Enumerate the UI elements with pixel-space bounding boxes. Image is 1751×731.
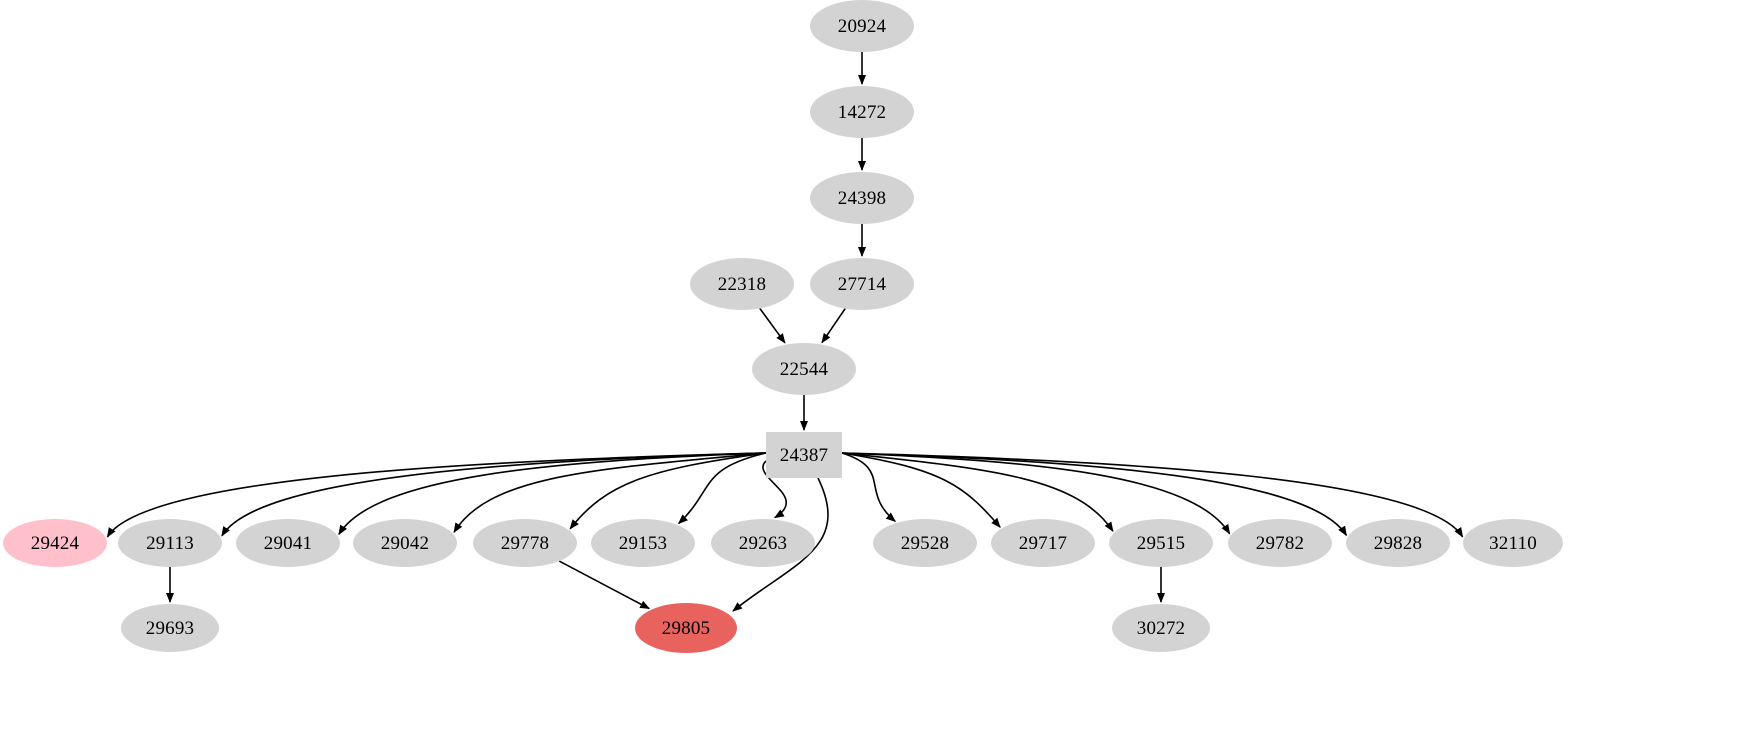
graph-node-label: 27714 [837, 273, 887, 295]
graph-node-29805[interactable]: 29805 [635, 603, 737, 653]
graph-node-14272[interactable]: 14272 [810, 86, 914, 138]
graph-node-label: 20924 [837, 15, 887, 37]
graph-node-label: 29693 [145, 617, 195, 639]
graph-node-label: 29424 [30, 532, 80, 554]
graph-node-label: 29113 [146, 532, 194, 554]
graph-node-label: 29528 [900, 532, 950, 554]
graph-node-label: 29782 [1255, 532, 1305, 554]
graph-node-label: 29805 [661, 617, 711, 639]
graph-node-label: 29778 [500, 532, 550, 554]
graph-node-label: 29717 [1018, 532, 1068, 554]
graph-node-29782[interactable]: 29782 [1228, 519, 1332, 567]
graph-node-29528[interactable]: 29528 [873, 519, 977, 567]
graph-node-label: 29042 [380, 532, 430, 554]
graph-node-24387[interactable]: 24387 [766, 432, 842, 478]
graph-node-label: 24387 [779, 444, 829, 466]
graph-node-29113[interactable]: 29113 [118, 519, 222, 567]
graph-node-29778[interactable]: 29778 [473, 519, 577, 567]
graph-node-32110[interactable]: 32110 [1463, 519, 1563, 567]
graph-node-29693[interactable]: 29693 [121, 604, 219, 652]
graph-node-22318[interactable]: 22318 [690, 258, 794, 310]
graph-node-29717[interactable]: 29717 [991, 519, 1095, 567]
graph-node-label: 30272 [1136, 617, 1186, 639]
graph-node-27714[interactable]: 27714 [810, 258, 914, 310]
graph-node-29828[interactable]: 29828 [1346, 519, 1450, 567]
graph-node-label: 24398 [837, 187, 887, 209]
graph-node-29424[interactable]: 29424 [3, 519, 107, 567]
graph-node-29515[interactable]: 29515 [1109, 519, 1213, 567]
graph-node-20924[interactable]: 20924 [810, 0, 914, 52]
graph-node-label: 22318 [717, 273, 767, 295]
graph-node-label: 32110 [1489, 532, 1537, 554]
graph-node-29042[interactable]: 29042 [353, 519, 457, 567]
graph-node-label: 29515 [1136, 532, 1186, 554]
graph-node-label: 29828 [1373, 532, 1423, 554]
graph-node-30272[interactable]: 30272 [1112, 604, 1210, 652]
graph-node-29041[interactable]: 29041 [236, 519, 340, 567]
graph-node-label: 22544 [779, 358, 829, 380]
graph-node-label: 14272 [837, 101, 887, 123]
graph-node-29263[interactable]: 29263 [711, 519, 815, 567]
graph-node-label: 29263 [738, 532, 788, 554]
graph-node-29153[interactable]: 29153 [591, 519, 695, 567]
graph-node-label: 29041 [263, 532, 313, 554]
graph-node-24398[interactable]: 24398 [810, 172, 914, 224]
graph-node-22544[interactable]: 22544 [752, 343, 856, 395]
graph-node-label: 29153 [618, 532, 668, 554]
